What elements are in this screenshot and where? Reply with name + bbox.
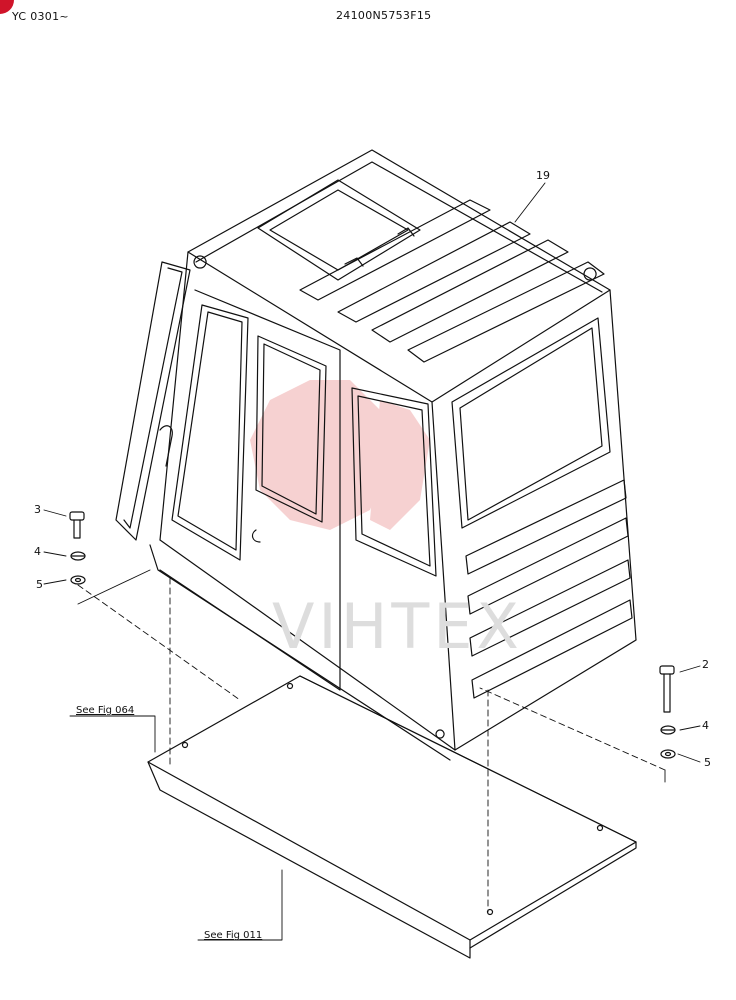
callout-bolt-right: 2 (702, 658, 709, 671)
floor-plate (147, 675, 637, 959)
callout-bolt-left: 3 (34, 503, 41, 516)
left-flat-washer-icon (70, 575, 86, 585)
left-bolt-icon (69, 511, 85, 539)
callout-cab: 19 (536, 169, 550, 182)
callout-washer-left-a: 4 (34, 545, 41, 558)
leader-lines (43, 182, 701, 941)
mounting-lines (77, 577, 666, 913)
model-range-label: YC 0301~ (12, 10, 69, 23)
reference-fig-064: See Fig 064 (76, 705, 135, 716)
callout-washer-right-a: 4 (702, 719, 709, 732)
right-bolt-icon (659, 665, 675, 713)
right-flat-washer-icon (660, 749, 676, 759)
callout-washer-left-b: 5 (36, 578, 43, 591)
watermark-text: VIHTEX (272, 590, 523, 663)
callout-washer-right-b: 5 (704, 756, 711, 769)
right-spring-washer-icon (660, 725, 676, 735)
reference-fig-011: See Fig 011 (204, 930, 263, 941)
left-spring-washer-icon (70, 551, 86, 561)
drawing-number: 24100N5753F15 (336, 9, 432, 22)
operator-cab (115, 149, 637, 761)
